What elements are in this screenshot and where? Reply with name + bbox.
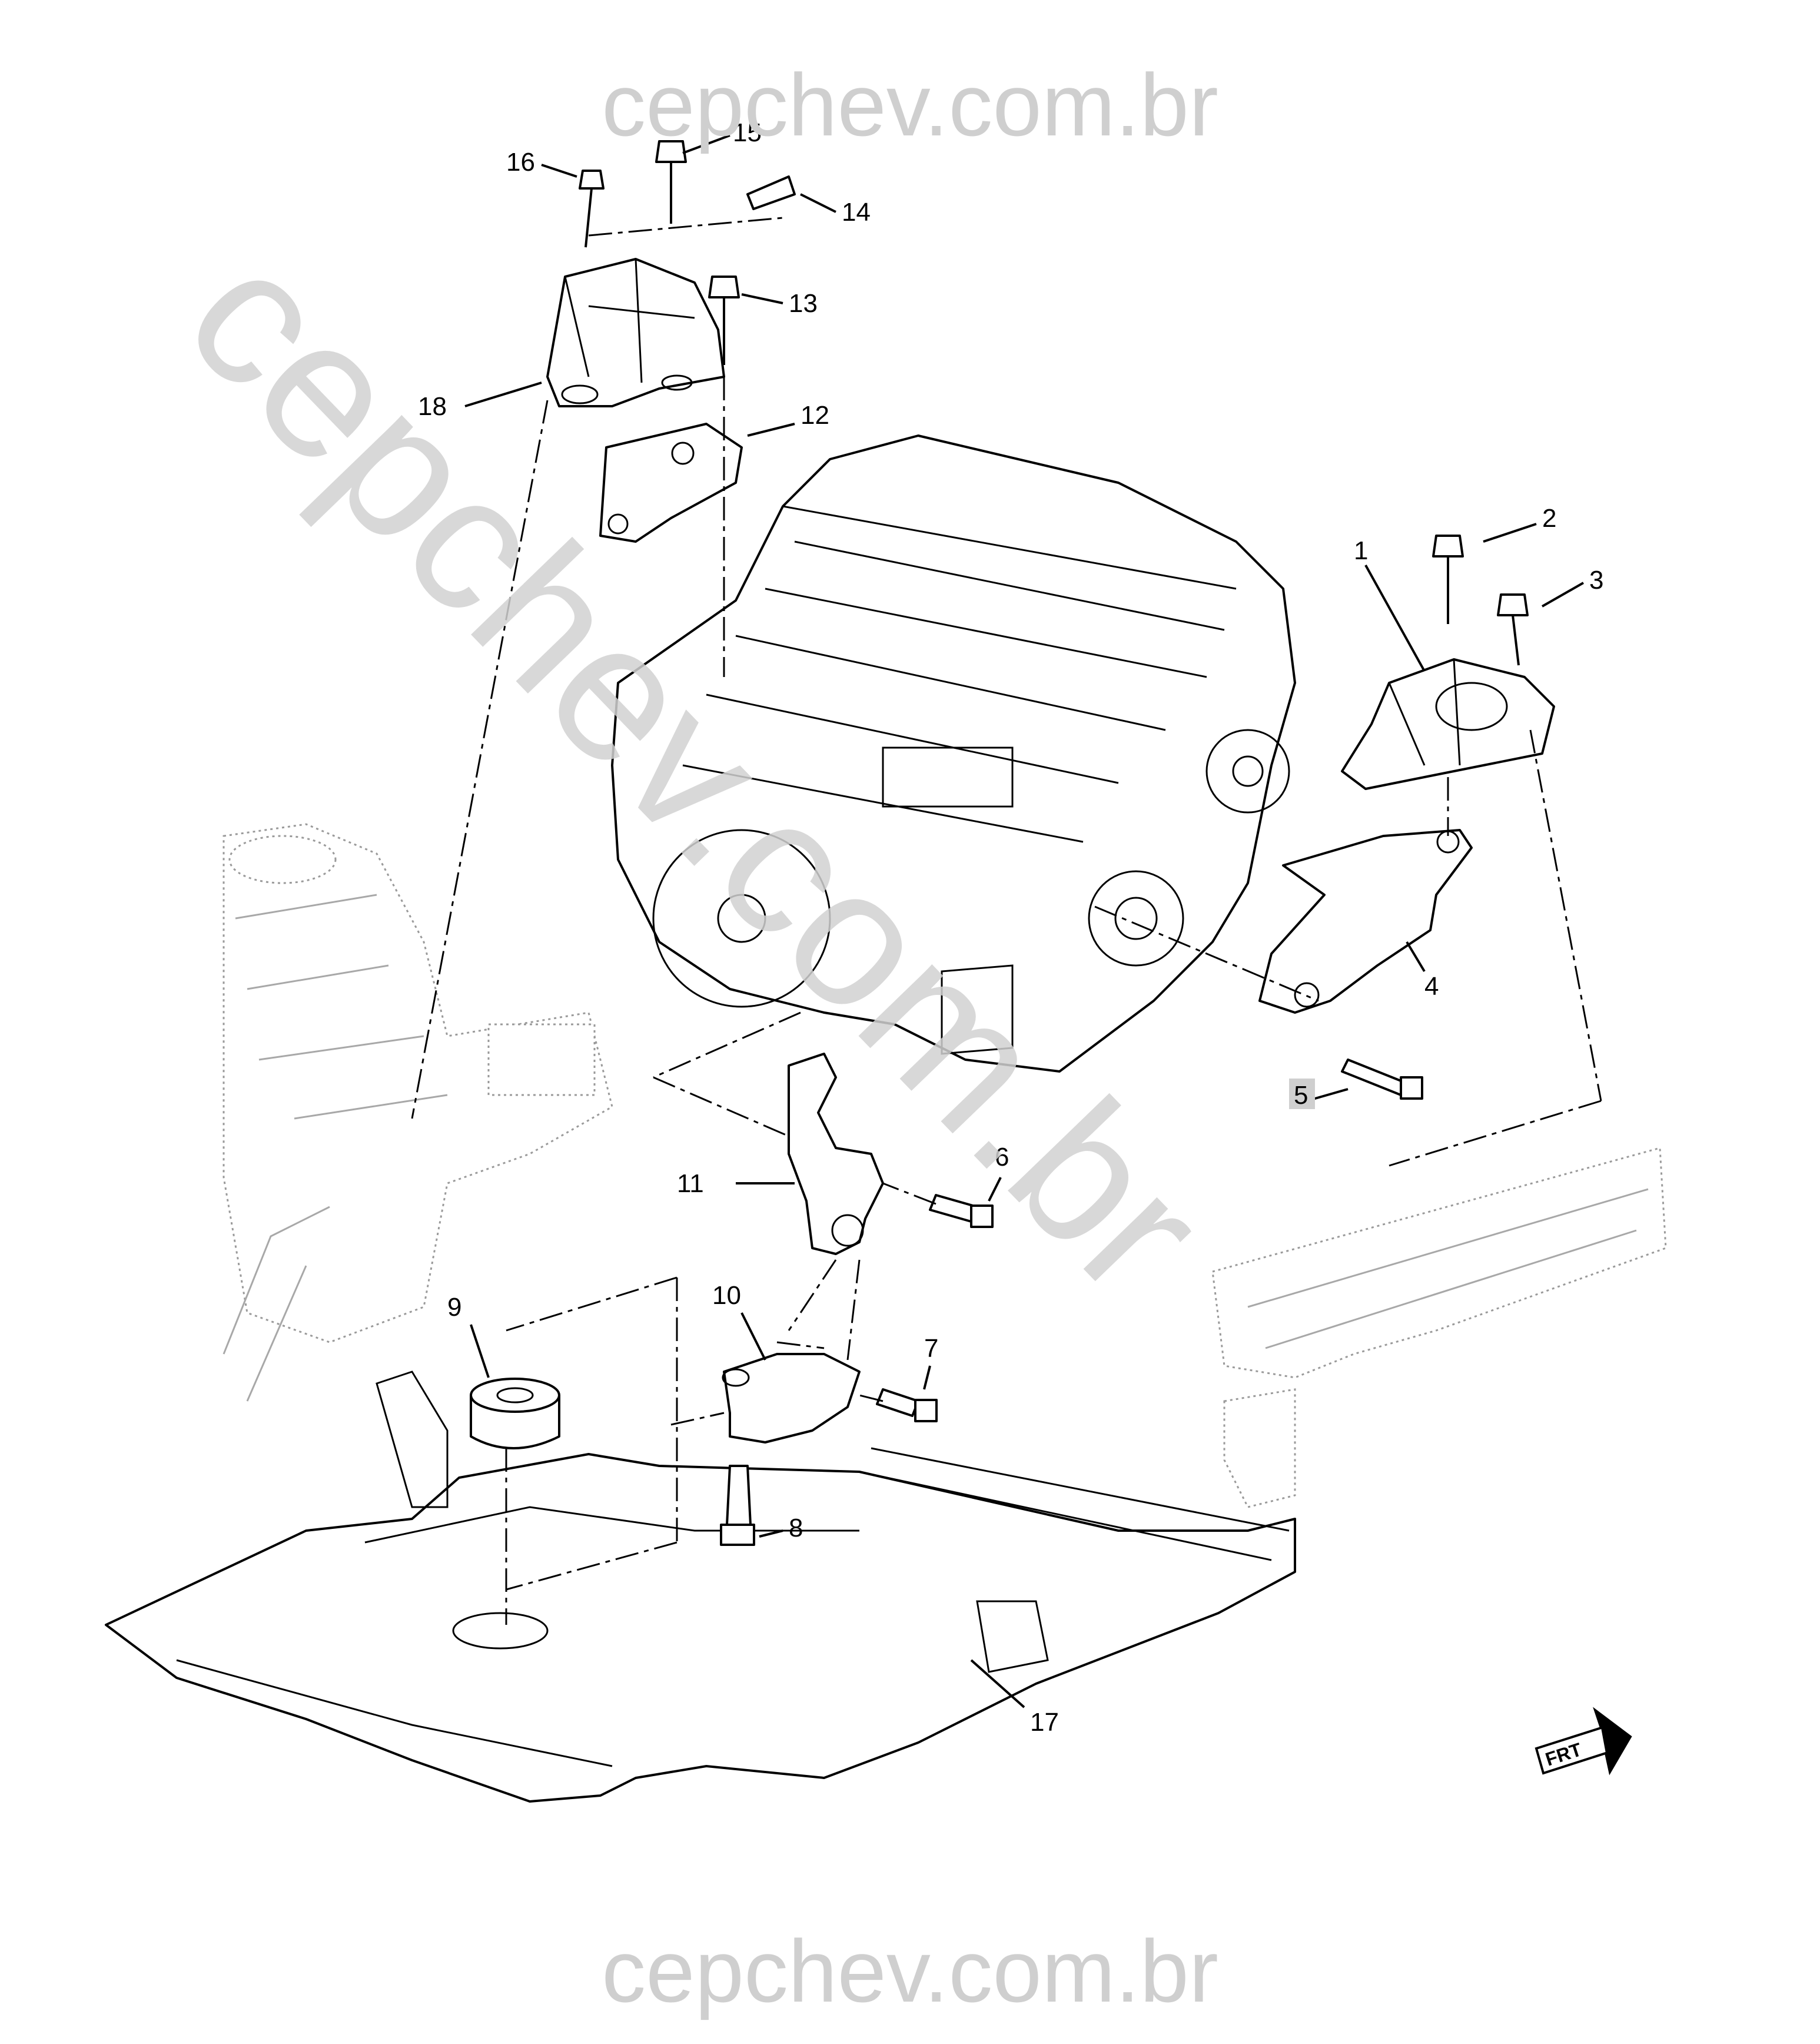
- frt-direction-indicator: FRT: [1535, 1707, 1632, 1776]
- part-17-engine-cradle: [105, 1371, 1296, 1803]
- callout-15: 15: [733, 118, 762, 147]
- alignment-lines: [411, 217, 1602, 1625]
- callout-2: 2: [1542, 504, 1556, 533]
- callout-17: 17: [1030, 1708, 1059, 1737]
- callout-6: 6: [995, 1143, 1009, 1172]
- callout-7: 7: [924, 1334, 938, 1363]
- ghost-left-body-structure: [222, 823, 613, 1402]
- callout-11: 11: [677, 1169, 704, 1198]
- watermark-bottom: cepchev.com.br: [602, 1922, 1218, 2020]
- callout-12: 12: [801, 401, 829, 430]
- ghost-right-frame-rail: [1211, 1147, 1667, 1508]
- fasteners: [579, 140, 1529, 1546]
- part-4-rh-bracket: [1258, 829, 1473, 1014]
- callout-1: 1: [1354, 536, 1368, 565]
- callout-13: 13: [789, 289, 818, 318]
- callout-labels: 1 2 3 4 5 6 7 8 9 10 11 12 13 14 15 16 1…: [418, 118, 1603, 1737]
- callout-9: 9: [447, 1293, 461, 1322]
- engine-assembly: [611, 434, 1296, 1073]
- part-18-upper-mount-bracket: [546, 258, 725, 407]
- callout-5: 5: [1294, 1081, 1308, 1110]
- part-10-rear-mount: [722, 1353, 861, 1444]
- callout-4: 4: [1424, 972, 1439, 1001]
- callout-8: 8: [789, 1514, 803, 1542]
- callout-10: 10: [712, 1281, 741, 1310]
- callout-14: 14: [842, 198, 871, 227]
- part-1-rh-mount: [1341, 658, 1555, 790]
- callout-5-highlight: [1289, 1079, 1315, 1109]
- part-11-lower-bracket: [788, 1053, 884, 1255]
- watermark-top: cepchev.com.br: [602, 55, 1218, 154]
- part-12-bracket: [599, 423, 743, 543]
- callout-16: 16: [506, 148, 535, 177]
- callout-leaders: [464, 134, 1584, 1708]
- part-9-insulator: [470, 1378, 560, 1449]
- callout-3: 3: [1589, 566, 1603, 595]
- callout-18: 18: [418, 392, 447, 421]
